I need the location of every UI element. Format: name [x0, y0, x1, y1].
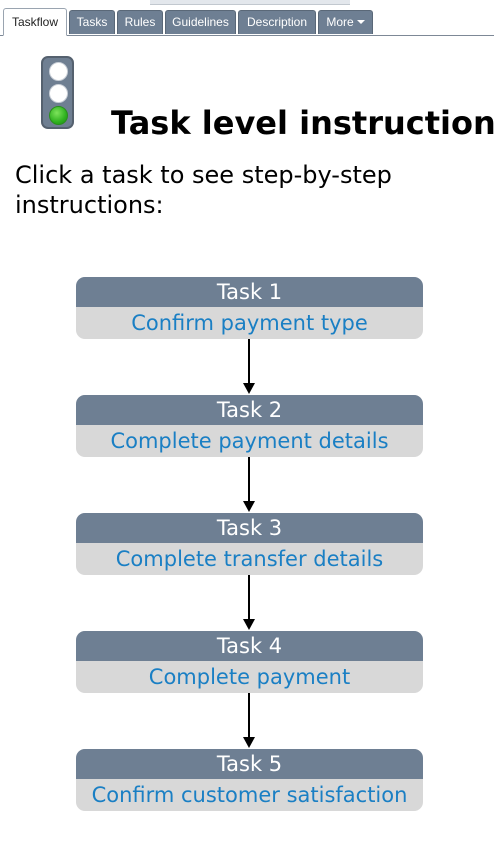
tab-rules[interactable]: Rules [117, 10, 163, 34]
page-title: Task level instructions [111, 104, 494, 142]
arrow-line [248, 575, 250, 620]
task-link[interactable]: Confirm customer satisfaction [91, 783, 408, 807]
traffic-light-icon [41, 56, 74, 129]
caret-down-icon [356, 20, 365, 24]
arrow-line [248, 457, 250, 502]
task-card-5[interactable]: Task 5 Confirm customer satisfaction [76, 749, 423, 811]
task-card-4[interactable]: Task 4 Complete payment [76, 631, 423, 693]
task-card-2[interactable]: Task 2 Complete payment details [76, 395, 423, 457]
flow-arrow [76, 693, 423, 749]
task-link[interactable]: Complete payment details [110, 429, 389, 453]
arrow-line [248, 339, 250, 384]
arrow-down-icon [243, 383, 255, 394]
task-card-3[interactable]: Task 3 Complete transfer details [76, 513, 423, 575]
arrow-down-icon [243, 619, 255, 630]
task-link[interactable]: Complete transfer details [115, 547, 384, 571]
arrow-down-icon [243, 501, 255, 512]
tab-guidelines-label: Guidelines [172, 15, 229, 29]
flow-arrow [76, 457, 423, 513]
task-card-1[interactable]: Task 1 Confirm payment type [76, 277, 423, 339]
top-toolbar-edge [150, 0, 350, 5]
tab-guidelines[interactable]: Guidelines [165, 10, 236, 34]
tab-taskflow[interactable]: Taskflow [3, 8, 67, 36]
task-heading: Task 1 [76, 277, 423, 307]
intro-text: Click a task to see step-by-step instruc… [15, 161, 392, 219]
tab-more-label: More [326, 15, 354, 29]
traffic-light-lamp-top [49, 62, 68, 81]
arrow-line [248, 693, 250, 738]
tab-taskflow-label: Taskflow [11, 15, 58, 29]
flow-arrow [76, 339, 423, 395]
task-flow: Task 1 Confirm payment type Task 2 Compl… [76, 277, 423, 811]
task-heading: Task 4 [76, 631, 423, 661]
tab-description-label: Description [246, 15, 308, 29]
task-heading: Task 5 [76, 749, 423, 779]
arrow-down-icon [243, 737, 255, 748]
tab-bar: Taskflow Tasks Rules Guidelines Descript… [0, 8, 494, 36]
traffic-light-lamp-middle [49, 84, 68, 103]
task-link[interactable]: Confirm payment type [131, 311, 368, 335]
tab-tasks-label: Tasks [76, 15, 108, 29]
task-heading: Task 2 [76, 395, 423, 425]
traffic-light-lamp-green [49, 106, 68, 125]
tab-tasks[interactable]: Tasks [69, 10, 115, 34]
tab-description[interactable]: Description [238, 10, 316, 34]
tab-more[interactable]: More [318, 10, 373, 34]
tab-rules-label: Rules [124, 15, 156, 29]
task-heading: Task 3 [76, 513, 423, 543]
flow-arrow [76, 575, 423, 631]
task-link[interactable]: Complete payment [148, 665, 351, 689]
